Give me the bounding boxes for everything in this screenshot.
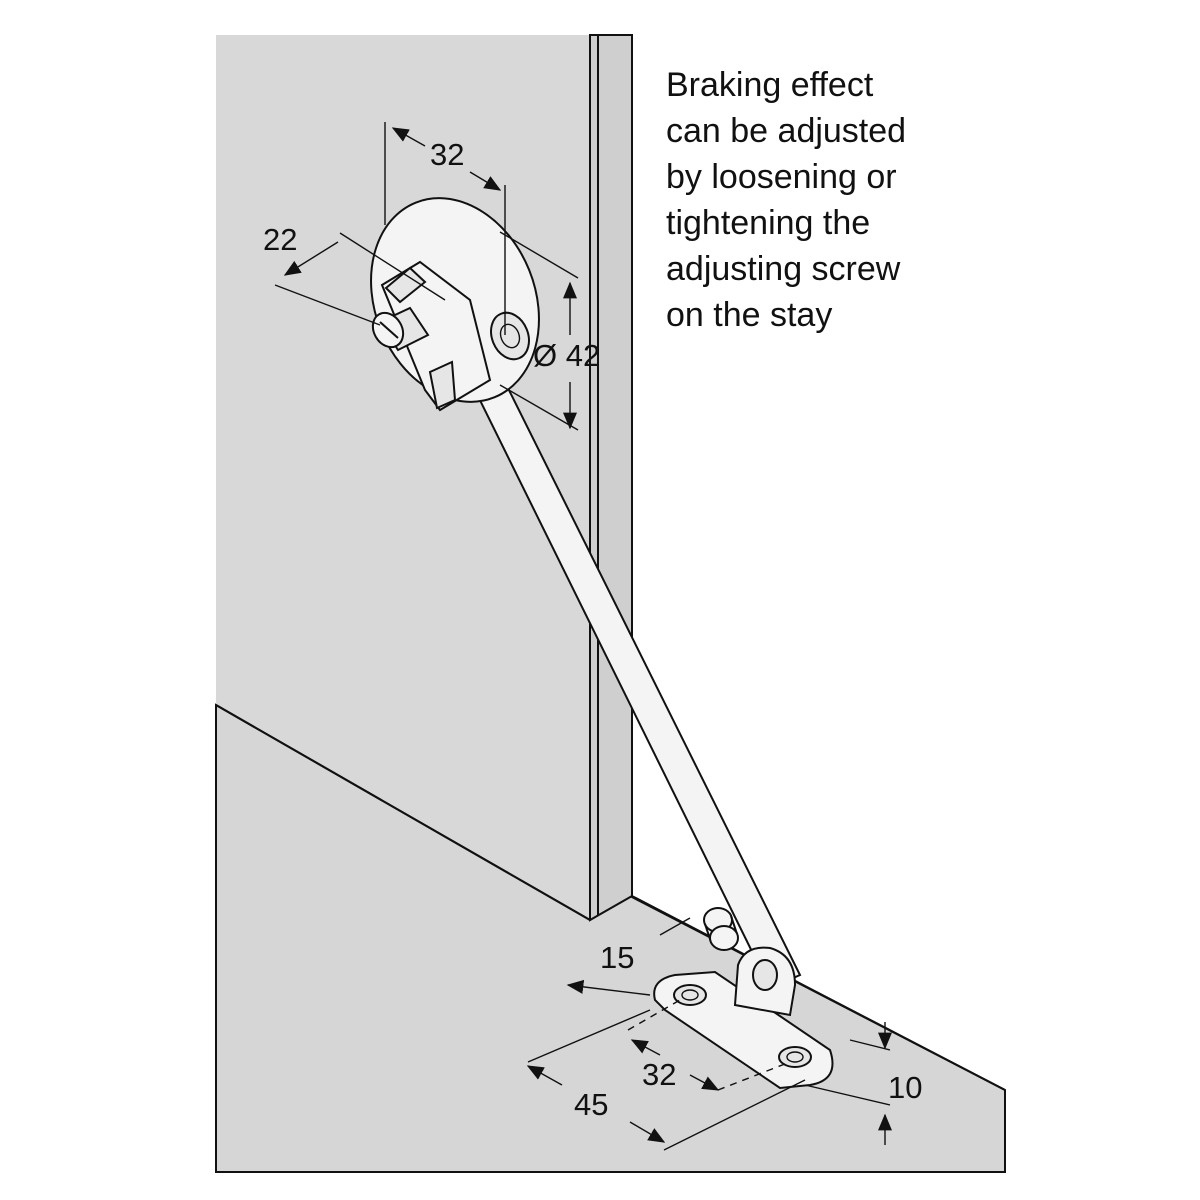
dim-top-depth: 22 <box>263 222 297 257</box>
dim-top-diameter: Ø 42 <box>533 338 600 373</box>
bottom-dimension-lines <box>526 917 892 1151</box>
dim-bottom-offset: 15 <box>600 940 634 975</box>
note-line: adjusting screw <box>666 250 901 288</box>
dim-bottom-height: 10 <box>888 1070 922 1105</box>
note-line: Braking effect <box>666 66 874 104</box>
note-line: by loosening or <box>666 158 897 196</box>
adjustment-note: Braking effect can be adjusted by loosen… <box>666 62 986 338</box>
bottom-bracket <box>653 907 834 1090</box>
dim-bottom-length: 45 <box>574 1087 608 1122</box>
note-line: can be adjusted <box>666 112 907 150</box>
note-line: tightening the <box>666 204 871 242</box>
note-line: on the stay <box>666 296 833 334</box>
top-mounting-plate <box>370 197 540 412</box>
dim-bottom-spacing: 32 <box>642 1057 676 1092</box>
dimension-labels: 32 22 Ø 42 15 32 45 10 <box>263 137 922 1122</box>
dim-top-width: 32 <box>430 137 464 172</box>
top-dimension-lines <box>274 122 579 431</box>
back-panel-edge <box>589 34 633 922</box>
